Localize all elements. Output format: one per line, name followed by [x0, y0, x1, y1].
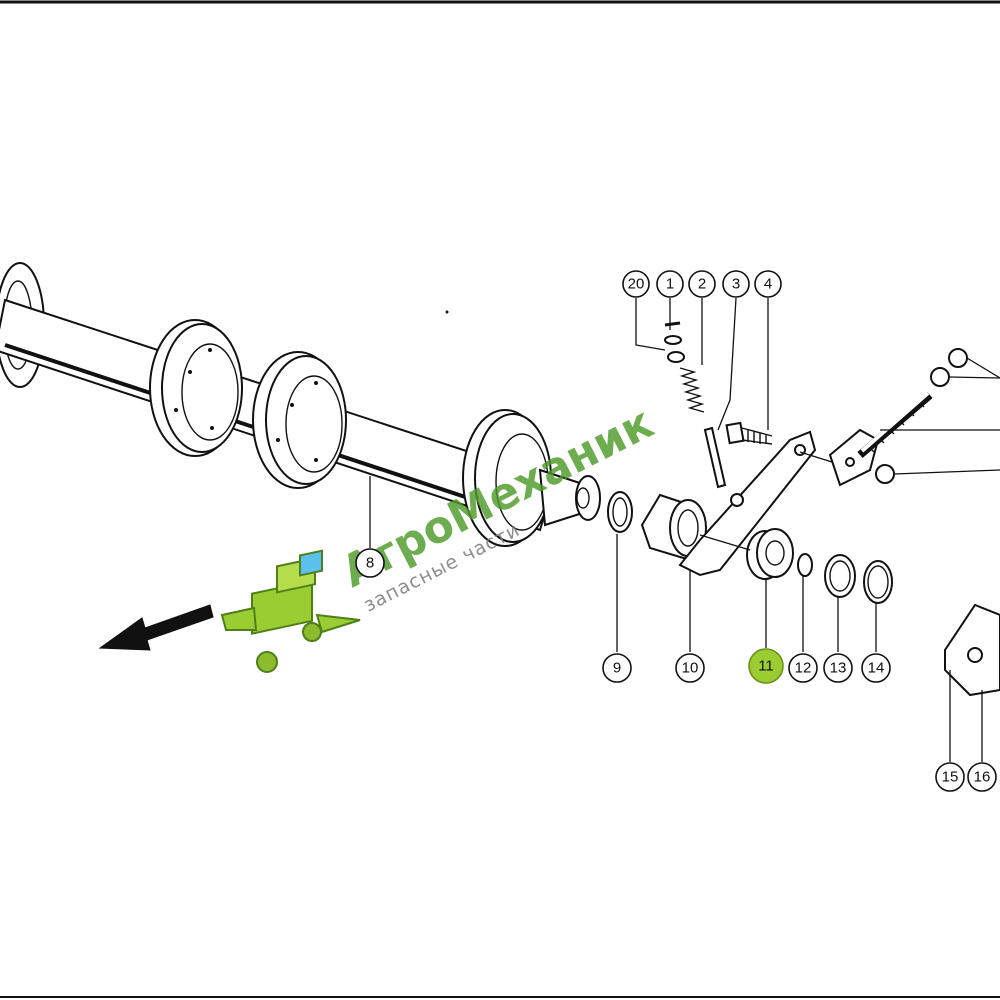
ring-part-13 [824, 554, 856, 652]
svg-text:16: 16 [974, 769, 991, 786]
svg-text:8: 8 [366, 555, 374, 572]
pulley-disc-2 [252, 351, 347, 489]
label-10[interactable]: 10 [675, 653, 705, 683]
label-13[interactable]: 13 [823, 653, 853, 683]
svg-text:11: 11 [758, 658, 774, 675]
svg-text:15: 15 [942, 769, 959, 786]
label-14[interactable]: 14 [861, 653, 891, 683]
label-4[interactable]: 4 [754, 270, 782, 298]
shaft-end-stub [538, 468, 601, 527]
label-9[interactable]: 9 [602, 653, 632, 683]
svg-text:4: 4 [764, 276, 772, 293]
label-3[interactable]: 3 [722, 270, 750, 298]
svg-text:14: 14 [868, 660, 885, 677]
label-20[interactable]: 20 [622, 270, 650, 298]
label-1[interactable]: 1 [656, 270, 684, 298]
svg-text:1: 1 [666, 276, 674, 293]
washer-part-12 [797, 553, 813, 652]
direction-arrow-icon [98, 604, 214, 651]
svg-text:3: 3 [732, 276, 740, 293]
svg-text:12: 12 [795, 660, 812, 677]
label-2[interactable]: 2 [688, 270, 716, 298]
right-bracket-assembly [799, 348, 1000, 487]
pin-part-3 [703, 426, 727, 489]
label-8[interactable]: 8 [355, 548, 385, 578]
lower-right-bracket-part-15-16 [944, 603, 1000, 762]
svg-text:9: 9 [613, 660, 621, 677]
shaft-assembly [0, 262, 601, 548]
stray-mark [445, 310, 449, 314]
label-11-highlighted[interactable]: 11 [748, 648, 784, 684]
bolt-part-4 [725, 421, 773, 445]
svg-text:13: 13 [830, 660, 847, 677]
part-labels: 20 1 2 3 4 9 10 11 [355, 270, 997, 792]
label-12[interactable]: 12 [788, 653, 818, 683]
label-15[interactable]: 15 [935, 762, 965, 792]
svg-text:2: 2 [698, 276, 706, 293]
combine-harvester-logo-icon [220, 549, 361, 673]
circlip-part-14 [863, 560, 893, 652]
label-16[interactable]: 16 [967, 762, 997, 792]
bearing-part-11 [699, 528, 794, 648]
svg-text:10: 10 [682, 660, 699, 677]
spring-pin-bolt-group [635, 297, 773, 489]
snap-ring-part-9 [607, 491, 633, 652]
compression-spring [679, 367, 705, 413]
svg-text:20: 20 [628, 276, 645, 293]
pulley-disc-1 [149, 319, 243, 457]
